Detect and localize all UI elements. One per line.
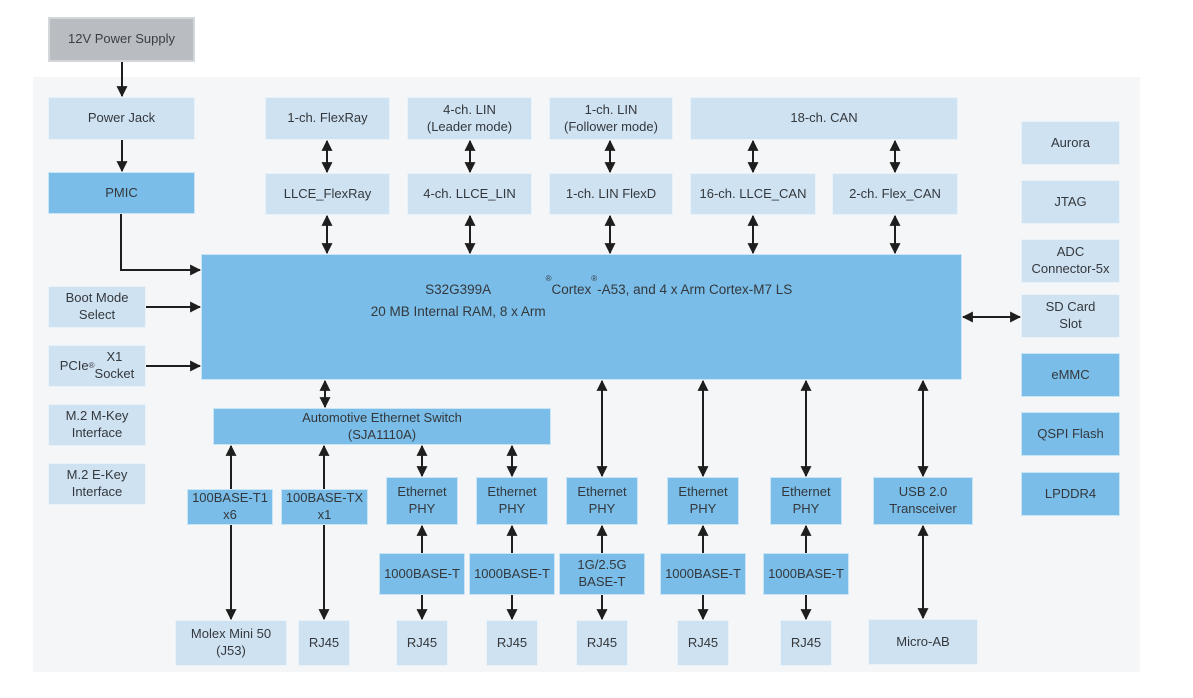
node-micro-ab: Micro-AB <box>868 619 978 665</box>
node-rj45-4: RJ45 <box>576 620 628 666</box>
node-rj45-1: RJ45 <box>298 620 350 666</box>
node-aurora: Aurora <box>1021 121 1120 165</box>
node-rj45-2: RJ45 <box>396 620 448 666</box>
node-can-18ch: 18-ch. CAN <box>690 97 958 140</box>
node-1000base-t-1: 1000BASE-T <box>379 553 465 595</box>
node-llce-flexray: LLCE_FlexRay <box>265 173 390 215</box>
node-eth-switch: Automotive Ethernet Switch(SJA1110A) <box>213 408 551 445</box>
node-lin-flexd-1ch: 1-ch. LIN FlexD <box>549 173 673 215</box>
node-rj45-5: RJ45 <box>677 620 729 666</box>
node-rj45-6: RJ45 <box>780 620 832 666</box>
node-1000base-t-2: 1000BASE-T <box>469 553 555 595</box>
node-lpddr4: LPDDR4 <box>1021 472 1120 516</box>
node-llce-can-16ch: 16-ch. LLCE_CAN <box>690 173 816 215</box>
node-lin-1ch-follower: 1-ch. LIN(Follower mode) <box>549 97 673 140</box>
node-flexray-1ch: 1-ch. FlexRay <box>265 97 390 140</box>
node-llce-lin-4ch: 4-ch. LLCE_LIN <box>407 173 532 215</box>
node-lin-4ch-leader: 4-ch. LIN(Leader mode) <box>407 97 532 140</box>
node-molex-mini-50-j53: Molex Mini 50(J53) <box>175 620 287 666</box>
node-power-jack: Power Jack <box>48 97 195 140</box>
node-rj45-3: RJ45 <box>486 620 538 666</box>
node-emmc: eMMC <box>1021 353 1120 397</box>
node-jtag: JTAG <box>1021 180 1120 224</box>
node-1000base-t-4: 1000BASE-T <box>763 553 849 595</box>
node-1000base-t-3: 1000BASE-T <box>660 553 746 595</box>
node-pmic: PMIC <box>48 172 195 214</box>
node-flex-can-2ch: 2-ch. Flex_CAN <box>832 173 958 215</box>
node-qspi-flash: QSPI Flash <box>1021 412 1120 456</box>
node-psu-12v: 12V Power Supply <box>48 17 195 62</box>
